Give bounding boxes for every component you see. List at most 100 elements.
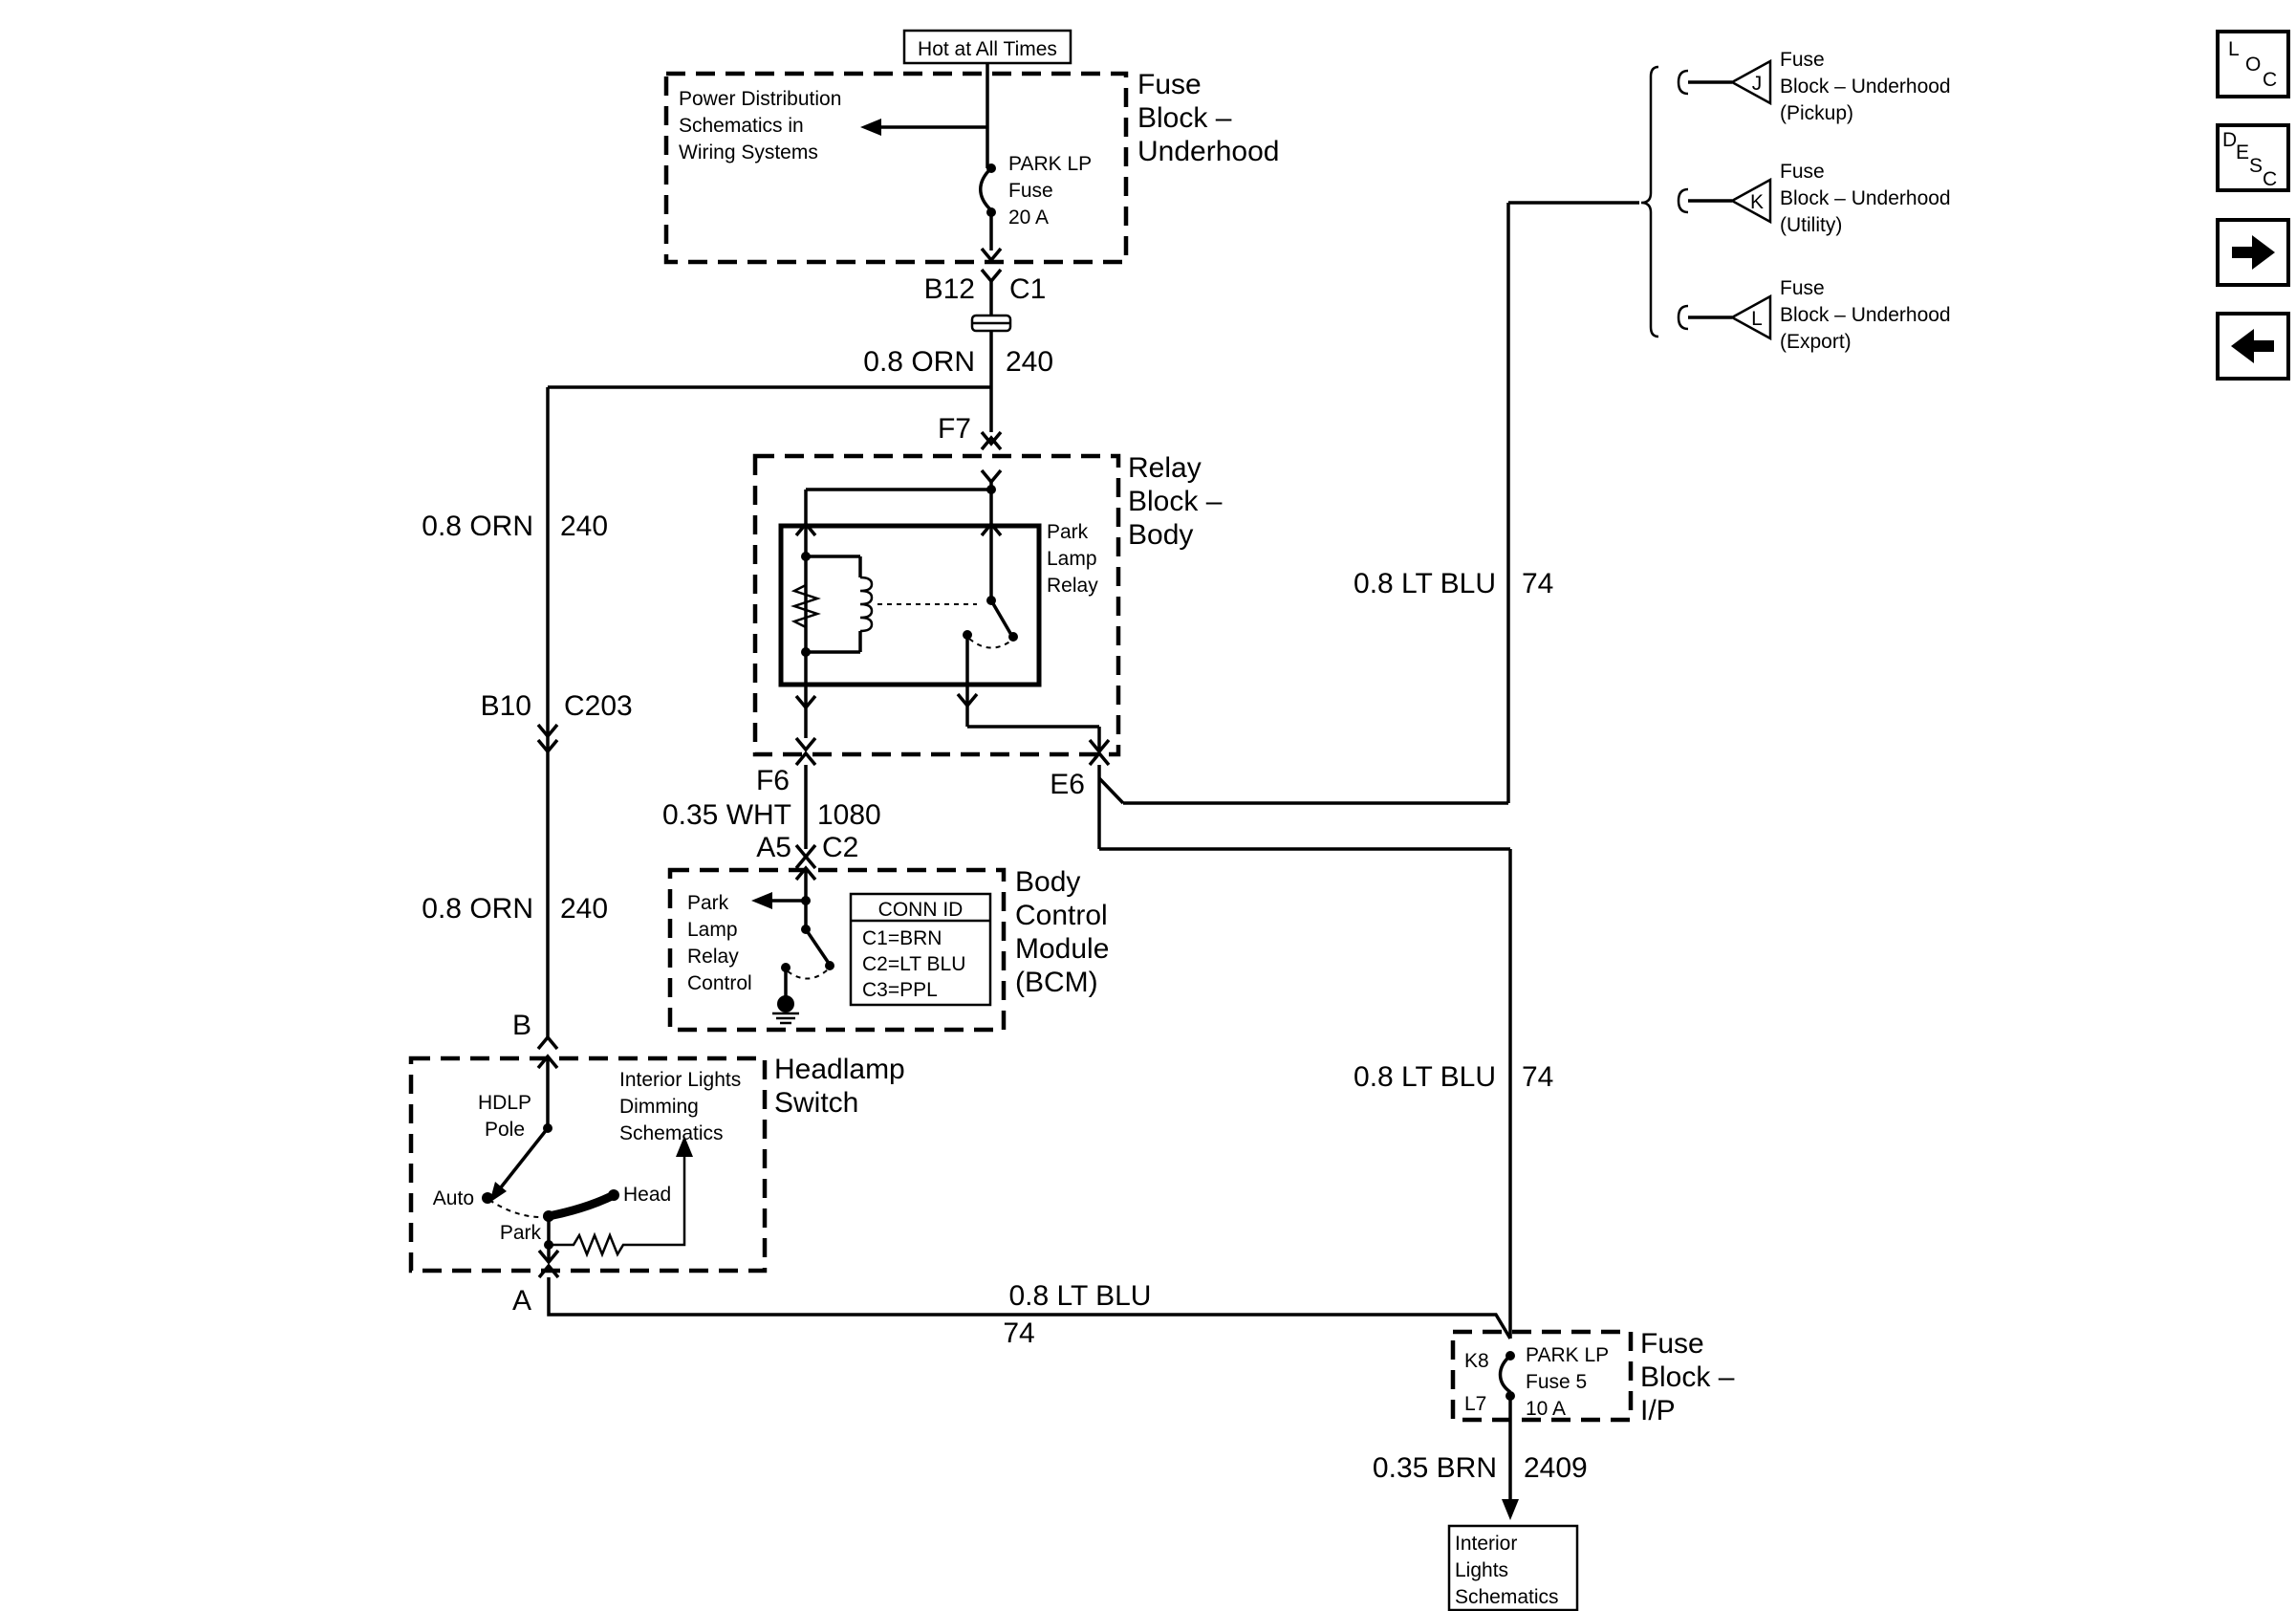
wire-1080-circuit: 1080 — [817, 799, 881, 831]
pds-arrow-icon — [860, 119, 881, 136]
svg-text:Fuse 5: Fuse 5 — [1526, 1371, 1587, 1393]
fuse-block-ip-title: Fuse Block – I/P — [1640, 1328, 1735, 1426]
svg-text:I/P: I/P — [1640, 1395, 1676, 1426]
dimming-arrow-icon — [676, 1136, 693, 1157]
wire-74-upper-gauge: 0.8 LT BLU — [1354, 568, 1496, 599]
bcm-control-label: Park Lamp Relay Control — [687, 892, 752, 994]
interior-lights-label: Interior Lights Schematics — [1455, 1533, 1559, 1608]
svg-text:Lamp: Lamp — [1047, 548, 1097, 570]
svg-text:Fuse: Fuse — [1780, 49, 1825, 71]
svg-text:HDLP: HDLP — [478, 1092, 531, 1114]
svg-text:(Utility): (Utility) — [1780, 214, 1842, 236]
svg-text:Fuse: Fuse — [1640, 1328, 1704, 1360]
interior-lights-arrow-icon — [1502, 1499, 1519, 1520]
svg-text:20 A: 20 A — [1008, 207, 1049, 229]
svg-text:Control: Control — [1015, 900, 1108, 931]
svg-text:PARK LP: PARK LP — [1526, 1344, 1609, 1366]
svg-text:PARK LP: PARK LP — [1008, 153, 1092, 175]
svg-text:Wiring Systems: Wiring Systems — [679, 142, 818, 163]
svg-text:E: E — [2236, 142, 2249, 163]
svg-text:Block – Underhood: Block – Underhood — [1780, 304, 1951, 326]
back-arrow-icon — [2231, 329, 2274, 363]
back-button[interactable] — [2216, 312, 2290, 381]
connector-b10-label: B10 — [481, 690, 531, 722]
wire-74-upper-circuit: 74 — [1522, 568, 1553, 599]
loc-button[interactable]: L O C — [2216, 30, 2290, 98]
svg-text:K: K — [1750, 191, 1764, 213]
wire-74-mid-gauge: 0.8 LT BLU — [1354, 1061, 1496, 1093]
wire-2409-gauge: 0.35 BRN — [1373, 1452, 1497, 1484]
svg-text:(Pickup): (Pickup) — [1780, 102, 1853, 124]
reference-bracket — [1640, 65, 1659, 338]
svg-text:Block –: Block – — [1137, 102, 1232, 134]
svg-text:(Export): (Export) — [1780, 331, 1852, 353]
svg-text:Module: Module — [1015, 933, 1109, 965]
svg-text:Power Distribution: Power Distribution — [679, 88, 841, 110]
svg-text:C: C — [2263, 69, 2277, 91]
svg-text:Block – Underhood: Block – Underhood — [1780, 187, 1951, 209]
svg-text:C2=LT BLU: C2=LT BLU — [862, 953, 965, 975]
svg-text:Lamp: Lamp — [687, 919, 738, 941]
bcm-box — [667, 867, 1007, 1033]
svg-text:Schematics: Schematics — [1455, 1586, 1559, 1608]
wire-240-top-gauge: 0.8 ORN — [863, 346, 975, 378]
forward-button[interactable] — [2216, 218, 2290, 287]
relay-coil-icon — [859, 576, 874, 633]
svg-text:C3=PPL: C3=PPL — [862, 979, 938, 1001]
pin-l7-label: L7 — [1464, 1393, 1486, 1415]
svg-text:Underhood: Underhood — [1137, 136, 1279, 167]
svg-text:Headlamp: Headlamp — [774, 1054, 905, 1085]
interior-lights-box — [1447, 1524, 1579, 1611]
svg-text:C: C — [2263, 168, 2277, 190]
svg-text:Fuse: Fuse — [1780, 161, 1825, 183]
pin-f6-label: F6 — [756, 765, 790, 796]
desc-button[interactable]: D E S C — [2216, 123, 2290, 192]
fuse-block-ip-box — [1450, 1329, 1634, 1423]
forward-arrow-icon — [2232, 235, 2275, 270]
svg-text:Park: Park — [1047, 521, 1089, 543]
svg-text:Lights: Lights — [1455, 1559, 1508, 1581]
svg-text:Dimming: Dimming — [619, 1096, 699, 1118]
conn-id-list: C1=BRN C2=LT BLU C3=PPL — [862, 927, 965, 1001]
auto-label: Auto — [433, 1187, 474, 1209]
svg-text:Relay: Relay — [1128, 452, 1202, 484]
svg-text:Pole: Pole — [485, 1119, 525, 1141]
svg-text:Block –: Block – — [1640, 1361, 1735, 1393]
wire-240-left-gauge: 0.8 ORN — [422, 511, 533, 542]
park-lp-fuse-5-icon — [1498, 1354, 1512, 1394]
svg-text:(BCM): (BCM) — [1015, 967, 1098, 998]
connector-c1-icon — [980, 247, 1003, 263]
wire-240-lower-circuit: 240 — [560, 893, 608, 925]
headlamp-switch-title: Headlamp Switch — [774, 1054, 905, 1119]
dimmer-rheostat-icon — [549, 1157, 686, 1258]
connector-b12-label: B12 — [924, 273, 975, 305]
fuse-block-underhood-box — [663, 71, 1129, 265]
wire-1080-gauge: 0.35 WHT — [662, 799, 791, 831]
bcm-switch-contact — [804, 928, 830, 963]
bcm-control-arrow-icon — [751, 892, 772, 909]
svg-text:Interior: Interior — [1455, 1533, 1517, 1555]
dimming-schematics-label: Interior Lights Dimming Schematics — [619, 1069, 741, 1144]
svg-text:Interior Lights: Interior Lights — [619, 1069, 741, 1091]
pin-b-label: B — [512, 1010, 531, 1041]
headlamp-switch-box — [408, 1056, 768, 1274]
park-lp-fuse-icon — [979, 166, 993, 212]
svg-text:L: L — [2228, 38, 2240, 60]
connector-c203-icon — [536, 723, 559, 739]
wire-240-lower-gauge: 0.8 ORN — [422, 893, 533, 925]
svg-text:O: O — [2245, 54, 2261, 76]
wire-240-top-circuit: 240 — [1006, 346, 1053, 378]
reference-j: J Fuse Block – Underhood (Pickup) — [1677, 49, 1951, 124]
relay-block-body-title: Relay Block – Body — [1128, 452, 1223, 551]
svg-text:Body: Body — [1128, 519, 1193, 551]
wire-240-left-circuit: 240 — [560, 511, 608, 542]
connector-c1-label: C1 — [1009, 273, 1046, 305]
svg-text:L: L — [1751, 308, 1763, 330]
head-label: Head — [623, 1184, 671, 1206]
pin-a-label: A — [512, 1285, 531, 1317]
svg-text:Switch: Switch — [774, 1087, 858, 1119]
svg-text:Park: Park — [687, 892, 729, 914]
svg-text:S: S — [2249, 155, 2263, 177]
wire-74-bottom-circuit: 74 — [1003, 1317, 1034, 1349]
svg-text:Schematics: Schematics — [619, 1122, 724, 1144]
